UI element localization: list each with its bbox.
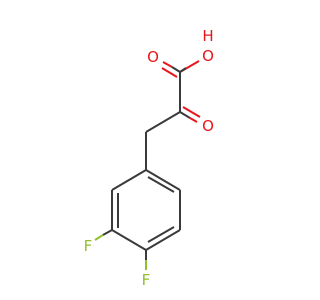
bond-c3-f-carbon <box>102 229 113 236</box>
atom-fluorine-3: F <box>84 237 93 255</box>
bond-c2-c3 <box>145 111 181 133</box>
atom-hydroxyl-o: O <box>202 47 214 65</box>
bond-c2-o-double-a <box>179 111 191 119</box>
atom-carboxyl-o: O <box>147 48 159 66</box>
bond-c-oh-carbon-part <box>179 67 187 73</box>
bond-c-o-double-a-o <box>162 61 173 68</box>
benzene-ring <box>111 169 181 251</box>
atom-keto-o: O <box>202 117 214 135</box>
bond-c3-f <box>94 234 104 241</box>
bond-c2-o-double-a-o <box>189 117 198 123</box>
atom-hydroxyl-h: H <box>202 27 213 45</box>
bond-c2-o-double-b <box>182 106 201 118</box>
molecule-diagram: H O O O F F <box>84 27 214 289</box>
bond-c-o-double-a <box>171 66 181 73</box>
bond-c-o-double-b <box>161 67 178 78</box>
atom-fluorine-4: F <box>142 271 151 289</box>
